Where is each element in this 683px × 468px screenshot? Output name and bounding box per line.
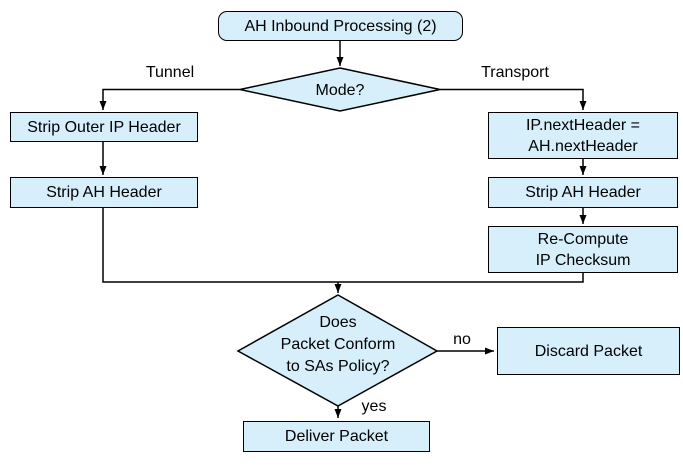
mode-decision-label: Mode? [315,82,365,99]
node-line: IP Checksum [535,251,631,269]
node-set-ip-next-header: IP.nextHeader = AH.nextHeader [488,112,678,159]
node-strip-ah-header-transport: Strip AH Header [488,177,678,208]
node-line: Does [319,314,357,331]
mode-decision-diamond [239,67,441,112]
edge-label-no: no [453,331,471,348]
edge-branch-merge-line [102,208,584,283]
node-line: AH.nextHeader [528,137,638,155]
edge-label-transport: Transport [481,64,549,81]
node-strip-ah-header-tunnel: Strip AH Header [10,177,198,208]
edge-mode-tunnel-branch [99,88,240,110]
node-line: Packet Conform [280,336,396,353]
policy-decision-label: Does Packet Conform to SAs Policy? [248,312,428,378]
node-deliver-packet: Deliver Packet [243,421,430,452]
node-strip-outer-ip-header: Strip Outer IP Header [10,112,198,142]
edge-label-tunnel: Tunnel [145,64,195,81]
node-line: Re-Compute [537,230,629,248]
node-discard-packet: Discard Packet [497,327,680,375]
node-recompute-ip-checksum: Re-Compute IP Checksum [488,226,678,273]
edge-label-yes: yes [361,398,387,415]
node-line: to SAs Policy? [286,358,390,375]
node-line: IP.nextHeader = [525,116,640,134]
edge-mode-transport-branch [440,88,587,110]
node-start: AH Inbound Processing (2) [218,11,463,41]
